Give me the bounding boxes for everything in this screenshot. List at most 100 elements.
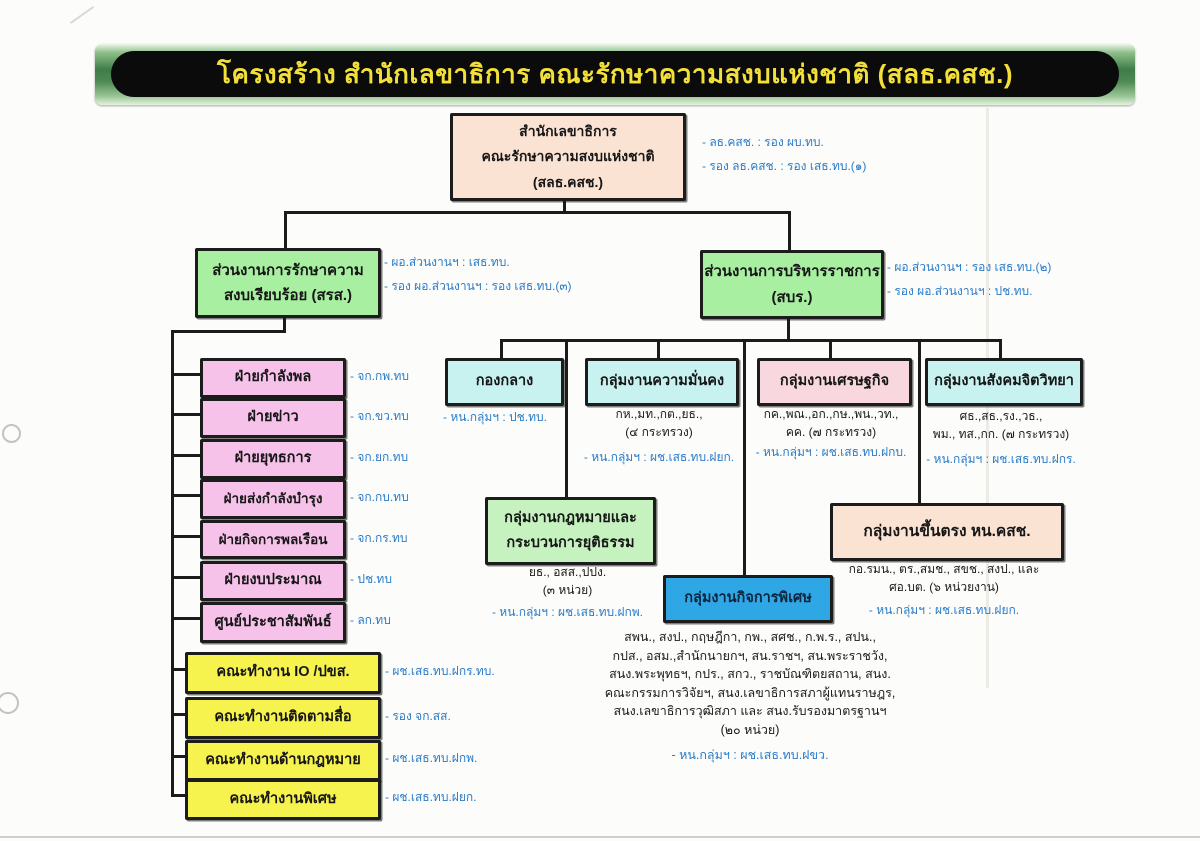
connector	[284, 211, 791, 214]
unit-box-budget: ฝ่ายงบประมาณ	[200, 561, 346, 601]
member-line: พม., ทส.,กก. (๗ กระทรวง)	[932, 427, 1070, 441]
root-note: - รอง ลธ.คสช. : รอง เสธ.ทบ.(๑)	[702, 159, 867, 173]
unit-label: คณะทำงานติดตามสื่อ	[214, 709, 352, 726]
member-line: กอ.รมน., ตร.,สมช., สขช., สงป., และ	[848, 562, 1040, 576]
group-members-economy: กค.,พณ.,อก.,กษ.,พน.,วท., คค. (๗ กระทรวง)…	[741, 405, 921, 461]
group-members-direct-report: กอ.รมน., ตร.,สมช., สขช., สงป., และ ศอ.บต…	[825, 560, 1063, 619]
group-box-economy: กลุ่มงานเศรษฐกิจ	[757, 358, 912, 406]
unit-note: - ผช.เสธ.ทบ.ฝกพ.	[385, 751, 478, 765]
left-branch-line: ส่วนงานการรักษาความ	[212, 261, 364, 279]
connector	[171, 413, 200, 416]
member-line: ยธ., อสส.,ปปง.	[528, 565, 607, 579]
group-head-note: - หน.กลุ่มฯ : ผช.เสธ.ทบ.ฝขว.	[671, 748, 829, 762]
group-head-note: - หน.กลุ่มฯ : ปช.ทบ.	[443, 410, 548, 424]
group-label: กองกลาง	[475, 373, 534, 390]
group-label: กระบวนการยุติธรรม	[506, 535, 635, 551]
group-members-social: ศธ.,สธ.,รง.,วธ., พม., ทส.,กก. (๗ กระทรวง…	[913, 407, 1089, 468]
left-branch-note: - ผอ.ส่วนงานฯ : เสธ.ทบ.	[384, 255, 510, 269]
group-head-note: - หน.กลุ่มฯ : ผช.เสธ.ทบ.ฝกร.	[926, 452, 1076, 466]
connector	[283, 312, 286, 333]
connector	[171, 454, 200, 457]
member-line: สพน., สงป., กฤษฎีกา, กพ., สศช., ก.พ.ร., …	[624, 630, 876, 644]
group-head-note: - หน.กลุ่มฯ : ผช.เสธ.ทบ.ฝกพ.	[491, 605, 644, 619]
unit-label: คณะทำงาน IO /ปขส.	[216, 664, 350, 681]
connector	[565, 339, 568, 499]
member-line: (๓ หน่วย)	[542, 583, 593, 597]
connector	[171, 576, 200, 579]
unit-label: ศูนย์ประชาสัมพันธ์	[214, 613, 332, 630]
group-label: กลุ่มงานกิจการพิเศษ	[684, 590, 812, 607]
connector	[999, 339, 1002, 358]
group-label: กลุ่มงานเศรษฐกิจ	[779, 373, 890, 390]
group-label: กลุ่มงานกฎหมายและ	[504, 510, 637, 527]
left-branch-line: สงบเรียบร้อย (สรส.)	[223, 287, 353, 304]
connector	[788, 211, 791, 252]
member-line: (๒๐ หน่วย)	[720, 722, 780, 737]
unit-label: ฝ่ายกิจการพลเรือน	[218, 531, 328, 547]
group-head-note: - หน.กลุ่มฯ : ผช.เสธ.ทบ.ฝกบ.	[755, 445, 907, 459]
member-line: สนง.พระพุทธฯ, กปร., สกว., ราชบัณฑิตยสถาน…	[609, 667, 891, 681]
group-members-security: กห.,มท.,กต.,ยธ., (๔ กระทรวง) - หน.กลุ่มฯ…	[577, 405, 741, 466]
title-banner: โครงสร้าง สำนักเลขาธิการ คณะรักษาความสงบ…	[95, 44, 1135, 105]
page-title: โครงสร้าง สำนักเลขาธิการ คณะรักษาความสงบ…	[217, 58, 1013, 89]
scan-hole-mark	[0, 692, 19, 714]
scan-edge	[0, 836, 1200, 838]
unit-box-manpower: ฝ่ายกำลังพล	[200, 358, 346, 398]
connector	[563, 195, 566, 213]
connector	[171, 535, 200, 538]
connector	[500, 339, 1002, 342]
connector	[171, 755, 185, 758]
connector	[918, 339, 921, 505]
connector	[171, 373, 200, 376]
unit-box-special-task: คณะทำงานพิเศษ	[185, 779, 381, 820]
member-line: (๔ กระทรวง)	[625, 425, 693, 439]
unit-note: - จก.ยก.ทบ	[350, 450, 409, 464]
connector	[171, 713, 185, 716]
connector	[171, 617, 200, 620]
member-line: กค.,พณ.,อก.,กษ.,พน.,วท.,	[763, 407, 899, 421]
root-box: สำนักเลขาธิการ คณะรักษาความสงบแห่งชาติ (…	[450, 113, 686, 201]
unit-note: - รอง จก.สส.	[385, 709, 451, 723]
unit-note: - ปช.ทบ	[350, 572, 392, 586]
right-branch-note: - รอง ผอ.ส่วนงานฯ : ปช.ทบ.	[887, 284, 1033, 298]
group-members-special-affairs: สพน., สงป., กฤษฎีกา, กพ., สศช., ก.พ.ร., …	[558, 628, 942, 765]
right-branch-box: ส่วนงานการบริหารราชการ (สบร.)	[700, 250, 884, 319]
connector	[787, 313, 790, 342]
connector	[171, 668, 185, 671]
unit-box-civil-affairs: ฝ่ายกิจการพลเรือน	[200, 520, 346, 559]
unit-box-media-watch: คณะทำงานติดตามสื่อ	[185, 697, 381, 739]
root-line: (สลธ.คสช.)	[532, 173, 604, 190]
unit-note: - จก.กพ.ทบ	[350, 369, 409, 383]
unit-note: - จก.ขว.ทบ	[350, 409, 409, 423]
unit-box-pr-center: ศูนย์ประชาสัมพันธ์	[200, 602, 346, 643]
unit-label: ฝ่ายงบประมาณ	[224, 572, 322, 589]
member-line: คณะกรรมการวิจัยฯ, สนง.เลขาธิการสภาผู้แทน…	[604, 685, 896, 700]
member-line: ศธ.,สธ.,รง.,วธ.,	[959, 409, 1043, 423]
group-label: กลุ่มงานความมั่นคง	[599, 373, 725, 390]
unit-box-logistics: ฝ่ายส่งกำลังบำรุง	[200, 479, 346, 519]
unit-label: คณะทำงานด้านกฎหมาย	[205, 751, 361, 768]
unit-box-intel: ฝ่ายข่าว	[200, 398, 346, 438]
right-branch-line: (สบร.)	[771, 288, 813, 306]
group-label: กลุ่มงานสังคมจิตวิทยา	[934, 373, 1074, 390]
group-members-law: ยธ., อสส.,ปปง. (๓ หน่วย) - หน.กลุ่มฯ : ผ…	[480, 563, 655, 621]
connector	[171, 794, 185, 797]
member-line: กห.,มท.,กต.,ยธ.,	[615, 407, 703, 421]
group-box-social: กลุ่มงานสังคมจิตวิทยา	[925, 358, 1083, 406]
group-box-special-affairs: กลุ่มงานกิจการพิเศษ	[663, 575, 833, 623]
connector	[284, 211, 287, 250]
group-box-direct-report: กลุ่มงานขึ้นตรง หน.คสช.	[830, 503, 1064, 561]
root-line: สำนักเลขาธิการ	[519, 123, 617, 140]
unit-box-legal: คณะทำงานด้านกฎหมาย	[185, 740, 381, 781]
connector	[171, 330, 286, 333]
right-branch-note: - ผอ.ส่วนงานฯ : รอง เสธ.ทบ.(๒)	[887, 260, 1052, 274]
left-branch-note: - รอง ผอ.ส่วนงานฯ : รอง เสธ.ทบ.(๓)	[384, 279, 572, 293]
connector	[657, 339, 660, 358]
connector	[171, 330, 174, 797]
left-branch-box: ส่วนงานการรักษาความ สงบเรียบร้อย (สรส.)	[195, 248, 381, 318]
connector	[500, 339, 503, 358]
unit-box-io: คณะทำงาน IO /ปขส.	[185, 652, 381, 694]
scan-hole-mark	[2, 424, 21, 443]
connector	[829, 339, 832, 358]
